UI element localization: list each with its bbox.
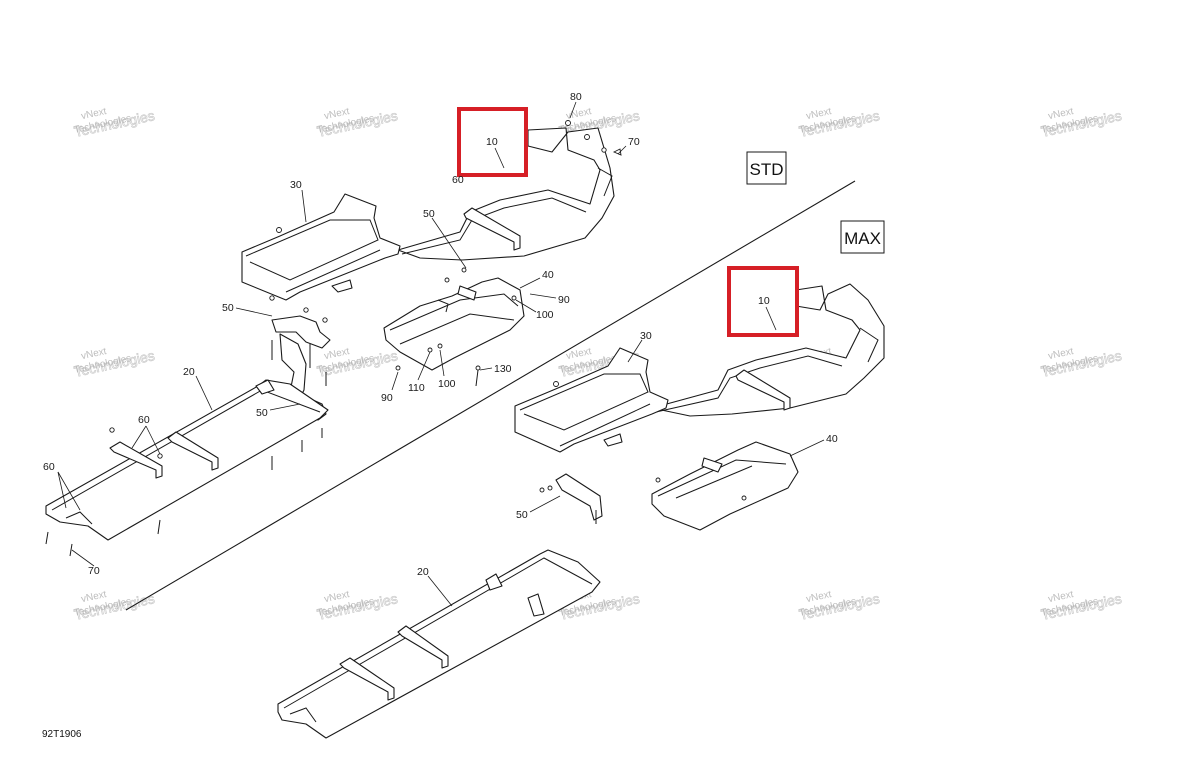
svg-text:vNext: vNext [323, 589, 351, 605]
max-leader-lines [427, 306, 825, 607]
callout-std-60b: 60 [138, 414, 150, 426]
std-part-40-mid-skid [383, 277, 525, 371]
svg-text:vNext: vNext [1047, 589, 1075, 605]
bolt-icon [427, 347, 433, 353]
bolt-icon [601, 147, 607, 153]
callout-std-40: 40 [542, 269, 554, 281]
bolt-icon [303, 307, 309, 313]
bolt-icon [565, 120, 571, 126]
watermark: vNext Technologies Technologies [797, 106, 881, 140]
max-part-40-mid-skid [651, 441, 799, 531]
variant-divider-line [125, 180, 856, 611]
bolt-icon [461, 267, 467, 273]
svg-text:vNext: vNext [323, 346, 351, 362]
max-label-frame [840, 220, 885, 254]
callout-max-50: 50 [516, 509, 528, 521]
svg-text:vNext: vNext [1047, 106, 1075, 122]
callout-std-90b: 90 [381, 392, 393, 404]
callout-max-40: 40 [826, 433, 838, 445]
max-part-10-front-plate [651, 283, 885, 417]
callout-std-80: 80 [570, 91, 582, 103]
callout-max-10: 10 [758, 295, 770, 307]
max-part-30-side-guard [514, 347, 669, 453]
max-callouts: 10 30 40 50 20 [417, 295, 838, 578]
svg-text:vNext: vNext [805, 106, 833, 122]
std-part-20-rear-skid [45, 379, 329, 557]
bolt-icon [395, 365, 401, 371]
bolt-icon [655, 477, 661, 483]
std-fasteners-middle [276, 120, 622, 387]
std-leader-lines [57, 101, 627, 567]
max-part-10-highlight[interactable] [727, 266, 799, 337]
watermark: vNext Technologies Technologies [1039, 589, 1123, 623]
bolt-icon [547, 485, 553, 491]
bolt-icon [511, 295, 517, 301]
bolt-icon [322, 317, 328, 323]
callout-std-60a: 60 [452, 174, 464, 186]
watermark-layer: vNext Technologies Technologies vNext Te… [72, 106, 1123, 623]
figure-id-label: 92T1906 [42, 729, 82, 740]
max-label: MAX [844, 229, 881, 248]
bolt-icon [553, 381, 559, 387]
std-part-10-highlight[interactable] [457, 107, 528, 177]
bolt-icon [741, 495, 747, 501]
watermark: vNext Technologies Technologies [72, 106, 156, 140]
max-label-box: MAX [840, 220, 885, 254]
watermark: vNext Technologies Technologies [1039, 106, 1123, 140]
max-assembly: 10 30 40 50 20 [277, 266, 885, 739]
callout-std-110: 110 [408, 382, 425, 394]
watermark: vNext Technologies Technologies [72, 346, 156, 380]
callout-std-130: 130 [494, 363, 512, 375]
bolt-icon [109, 427, 115, 433]
callout-max-30: 30 [640, 330, 652, 342]
callout-max-20: 20 [417, 566, 429, 578]
bolt-icon [157, 453, 163, 459]
callout-std-60c: 60 [43, 461, 55, 473]
svg-text:vNext: vNext [805, 589, 833, 605]
std-part-30-upper-guard [241, 193, 401, 301]
watermark: vNext Technologies Technologies [797, 589, 881, 623]
svg-text:vNext: vNext [1047, 346, 1075, 362]
max-part-20-rear-skid [277, 549, 601, 739]
callout-std-50a: 50 [423, 208, 435, 220]
callout-std-20: 20 [183, 366, 195, 378]
std-part-10-front-plate [397, 127, 615, 261]
watermark: vNext Technologies Technologies [1039, 346, 1123, 380]
bolt-icon [475, 365, 481, 371]
callout-std-10: 10 [486, 136, 498, 148]
bolt-icon [539, 487, 545, 493]
svg-text:vNext: vNext [565, 346, 593, 362]
callout-std-90a: 90 [558, 294, 570, 306]
watermark: vNext Technologies Technologies [315, 589, 399, 623]
std-assembly: 10 30 60 50 80 70 40 90 100 50 20 50 60 … [43, 91, 640, 577]
callout-std-50b: 50 [222, 302, 234, 314]
std-label-box: STD [746, 151, 787, 185]
bolt-icon [276, 227, 282, 233]
callout-std-50c: 50 [256, 407, 268, 419]
callout-std-100a: 100 [536, 309, 554, 321]
svg-text:vNext: vNext [80, 589, 108, 605]
svg-text:vNext: vNext [565, 106, 593, 122]
bolt-icon [437, 343, 443, 349]
bolt-icon [584, 134, 590, 140]
callout-std-100b: 100 [438, 378, 456, 390]
watermark: vNext Technologies Technologies [72, 589, 156, 623]
std-label: STD [750, 160, 784, 179]
max-part-50-bracket [539, 473, 603, 524]
std-callouts: 10 30 60 50 80 70 40 90 100 50 20 50 60 … [43, 91, 640, 577]
std-label-frame [746, 151, 787, 185]
svg-text:vNext: vNext [323, 106, 351, 122]
watermark: vNext Technologies Technologies [315, 106, 399, 140]
svg-text:vNext: vNext [80, 346, 108, 362]
watermark: vNext Technologies Technologies [557, 106, 641, 140]
svg-text:vNext: vNext [80, 106, 108, 122]
bolt-icon [444, 277, 450, 283]
callout-std-70a: 70 [628, 136, 640, 148]
callout-std-70b: 70 [88, 565, 100, 577]
callout-std-30: 30 [290, 179, 302, 191]
bolt-icon [269, 295, 275, 301]
